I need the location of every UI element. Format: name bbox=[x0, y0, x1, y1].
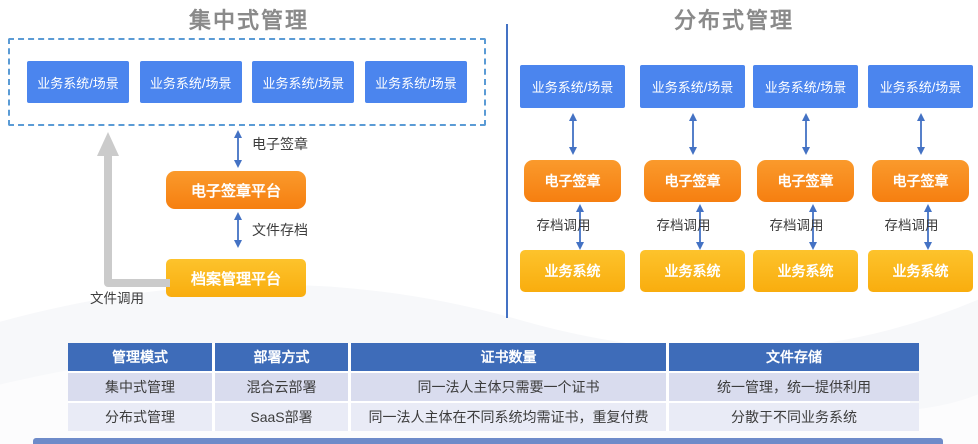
double-arrow-icon bbox=[808, 204, 817, 250]
archive-call-label: 存档调用 bbox=[656, 218, 711, 233]
archive-call-label: 存档调用 bbox=[769, 218, 824, 233]
table-header-cell: 管理模式 bbox=[68, 343, 212, 371]
slide-footer-bar bbox=[33, 438, 943, 444]
table-header-cell: 部署方式 bbox=[215, 343, 348, 371]
table-cell: 混合云部署 bbox=[215, 373, 348, 401]
esign-box: 电子签章 bbox=[757, 160, 854, 202]
table-cell: SaaS部署 bbox=[215, 403, 348, 431]
distributed-column: 业务系统/场景 电子签章 存档调用 业务系统 bbox=[520, 55, 625, 300]
business-system-box: 业务系统/场景 bbox=[640, 65, 745, 108]
double-arrow-icon bbox=[575, 204, 584, 250]
table-header-cell: 证书数量 bbox=[351, 343, 666, 371]
table-header-cell: 文件存储 bbox=[669, 343, 919, 371]
double-arrow-icon bbox=[688, 113, 697, 155]
esign-box: 电子签章 bbox=[524, 160, 621, 202]
table-cell: 同一法人主体在不同系统均需证书，重复付费 bbox=[351, 403, 666, 431]
archive-call-label: 存档调用 bbox=[536, 218, 591, 233]
table-cell: 统一管理，统一提供利用 bbox=[669, 373, 919, 401]
double-arrow-icon bbox=[695, 204, 704, 250]
business-system-box: 业务系统/场景 bbox=[520, 65, 625, 108]
business-system-box: 业务系统/场景 bbox=[868, 65, 973, 108]
section-divider-line bbox=[506, 24, 508, 318]
centralized-section-title: 集中式管理 bbox=[188, 8, 309, 33]
table-cell: 集中式管理 bbox=[68, 373, 212, 401]
business-system-bottom-box: 业务系统 bbox=[868, 250, 973, 292]
esign-platform-box: 电子签章平台 bbox=[166, 171, 306, 209]
double-arrow-icon bbox=[916, 113, 925, 155]
business-system-box: 业务系统/场景 bbox=[27, 61, 129, 103]
business-systems-group: 业务系统/场景 业务系统/场景 业务系统/场景 业务系统/场景 bbox=[8, 38, 486, 126]
distributed-column: 业务系统/场景 电子签章 存档调用 业务系统 bbox=[640, 55, 745, 300]
double-arrow-icon bbox=[568, 113, 577, 155]
double-arrow-icon bbox=[234, 212, 242, 248]
double-arrow-icon bbox=[234, 130, 242, 168]
gray-elbow-arrow-icon bbox=[97, 132, 170, 287]
distributed-section-title: 分布式管理 bbox=[673, 8, 794, 33]
table-cell: 同一法人主体只需要一个证书 bbox=[351, 373, 666, 401]
table-cell: 分布式管理 bbox=[68, 403, 212, 431]
esign-box: 电子签章 bbox=[872, 160, 969, 202]
comparison-table: 管理模式 部署方式 证书数量 文件存储 集中式管理 混合云部署 同一法人主体只需… bbox=[68, 343, 919, 431]
business-system-box: 业务系统/场景 bbox=[252, 61, 355, 103]
business-system-box: 业务系统/场景 bbox=[364, 61, 467, 103]
distributed-column: 业务系统/场景 电子签章 存档调用 业务系统 bbox=[868, 55, 973, 300]
distributed-column: 业务系统/场景 电子签章 存档调用 业务系统 bbox=[753, 55, 858, 300]
business-system-bottom-box: 业务系统 bbox=[640, 250, 745, 292]
double-arrow-icon bbox=[923, 204, 932, 250]
table-cell: 分散于不同业务系统 bbox=[669, 403, 919, 431]
esign-flow-label: 电子签章 bbox=[252, 136, 308, 152]
business-system-bottom-box: 业务系统 bbox=[753, 250, 858, 292]
business-system-box: 业务系统/场景 bbox=[753, 65, 858, 108]
archive-call-label: 存档调用 bbox=[884, 218, 939, 233]
business-system-bottom-box: 业务系统 bbox=[520, 250, 625, 292]
file-call-label: 文件调用 bbox=[90, 291, 144, 306]
archive-platform-box: 档案管理平台 bbox=[166, 259, 306, 297]
esign-box: 电子签章 bbox=[644, 160, 741, 202]
business-system-box: 业务系统/场景 bbox=[139, 61, 242, 103]
double-arrow-icon bbox=[801, 113, 810, 155]
archive-flow-label: 文件存档 bbox=[252, 222, 308, 238]
